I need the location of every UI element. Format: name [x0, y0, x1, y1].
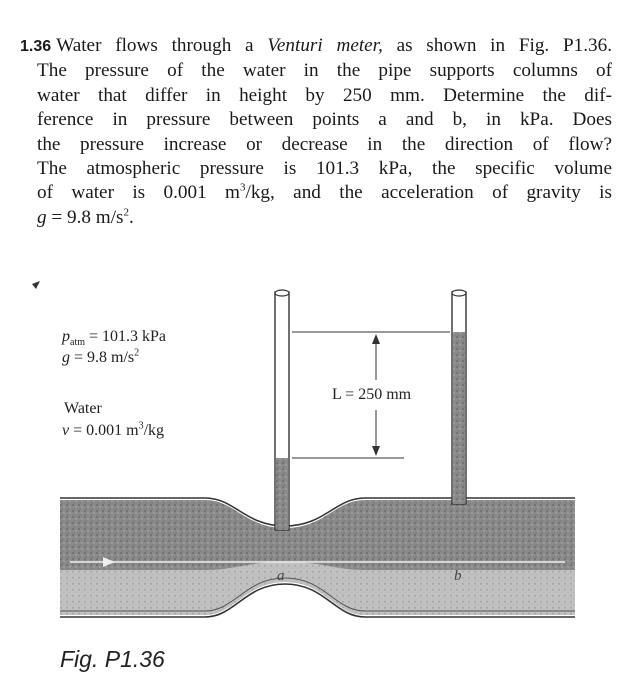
tube-a-top: [274, 289, 290, 297]
gravity-label: g = 9.8 m/s2: [62, 347, 140, 366]
problem-line-2: The pressure of the water in the pipe su…: [37, 60, 612, 82]
margin-mark: [32, 281, 40, 289]
tube-a-water: [276, 458, 288, 530]
problem-line-3: water that differ in height by 250 mm. D…: [37, 84, 612, 106]
point-b-label: b: [454, 568, 462, 584]
specific-volume-label: v = 0.001 m3/kg: [62, 420, 165, 439]
figure-caption: Fig. P1.36: [60, 646, 165, 672]
pipe-lower-band: [60, 562, 575, 615]
tube-b-water: [453, 332, 465, 504]
venturi-diagram: [32, 281, 575, 618]
problem-line-4: ference in pressure between points a and…: [37, 109, 612, 131]
flow-arrow-head: [103, 557, 115, 567]
problem-line-5: the pressure increase or decrease in the…: [37, 133, 612, 155]
venturi-figure: patm = 101.3 kPa g = 9.8 m/s2 Water v = …: [0, 270, 631, 700]
tube-b-top: [451, 289, 467, 297]
pipe-bottom-wall: [60, 583, 575, 618]
pipe-bottom-wall-inner: [60, 577, 575, 612]
patm-label: patm = 101.3 kPa: [62, 328, 167, 349]
problem-line-6: The atmospheric pressure is 101.3 kPa, t…: [37, 158, 612, 180]
point-a-label: a: [277, 568, 285, 584]
dim-arrowhead-up: [372, 334, 380, 344]
problem-number: 1.36: [20, 38, 52, 55]
problem-line-8: g = 9.8 m/s2.: [37, 206, 134, 228]
water-label: Water: [64, 400, 102, 417]
problem-line-7: of water is 0.001 m3/kg, and the acceler…: [37, 182, 612, 204]
height-difference-label: L = 250 mm: [330, 386, 414, 404]
dim-arrowhead-down: [372, 446, 380, 456]
